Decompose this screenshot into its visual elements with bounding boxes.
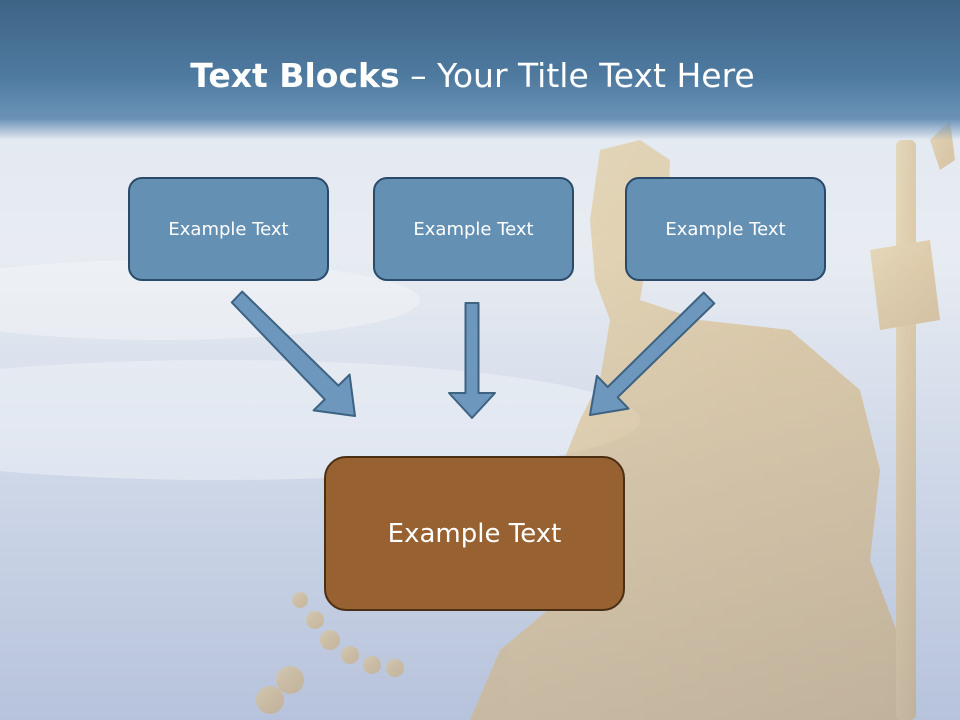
slide-title: Text Blocks – Your Title Text Here [0,56,945,95]
bottom-box-label: Example Text [387,518,562,549]
top-box-center-label: Example Text [413,218,534,240]
top-box-right-label: Example Text [665,218,786,240]
bottom-box[interactable]: Example Text [324,456,625,611]
top-box-right[interactable]: Example Text [625,177,826,281]
title-bold: Text Blocks [190,56,400,95]
title-band [0,0,960,140]
top-box-center[interactable]: Example Text [373,177,574,281]
top-box-left[interactable]: Example Text [128,177,329,281]
title-rest: – Your Title Text Here [410,56,755,95]
top-box-left-label: Example Text [168,218,289,240]
